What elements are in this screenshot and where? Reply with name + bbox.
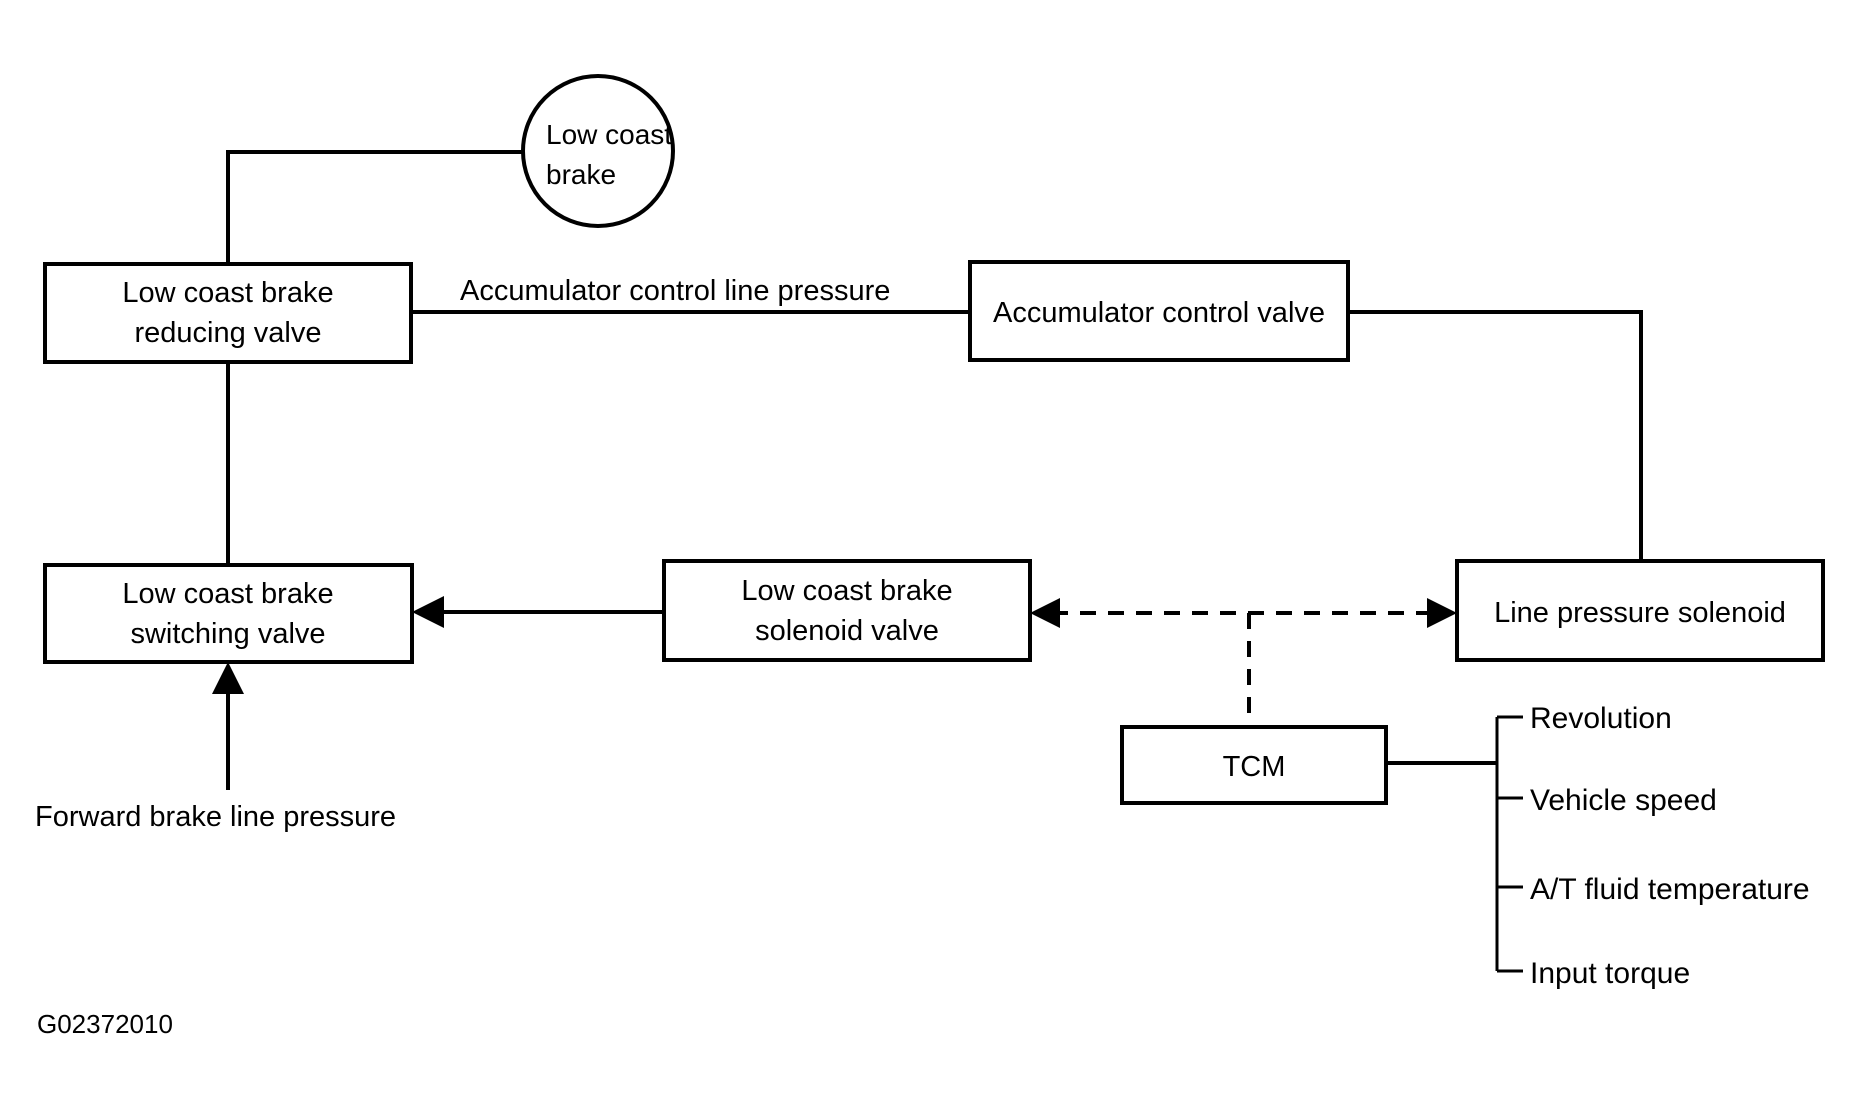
node-switching-valve-line2: switching valve — [130, 618, 325, 650]
node-tcm-label: TCM — [1223, 751, 1286, 783]
node-low-coast-brake-circle[interactable] — [521, 74, 675, 228]
node-line-pressure-solenoid-label: Line pressure solenoid — [1494, 597, 1786, 629]
tcm-input-label-revolution: Revolution — [1530, 702, 1672, 735]
node-reducing-valve-box[interactable] — [43, 262, 413, 364]
edge-label-accumulator-control-line-pressure: Accumulator control line pressure — [460, 275, 890, 307]
arrowhead-right-into-line-pressure-solenoid — [1427, 598, 1457, 628]
node-solenoid-valve-line2: solenoid valve — [755, 615, 939, 647]
connector-low-coast-brake-to-reducing-valve — [226, 150, 523, 264]
node-reducing-valve-line1: Low coast brake — [122, 277, 333, 309]
arrowhead-left-into-switching-valve — [412, 596, 444, 628]
edge-label-forward-brake-line-pressure: Forward brake line pressure — [35, 801, 396, 833]
node-reducing-valve-line2: reducing valve — [135, 317, 322, 349]
node-accumulator-control-valve-box[interactable] — [968, 260, 1350, 362]
connector-accumulator-control-valve-to-line-pressure-solenoid — [1348, 310, 1643, 561]
node-line-pressure-solenoid-box[interactable] — [1455, 559, 1825, 662]
node-tcm-box[interactable] — [1120, 725, 1388, 805]
node-low-coast-brake-line2: brake — [546, 159, 616, 190]
node-low-coast-brake-line1: Low coast — [546, 119, 672, 150]
tcm-input-label-vehicle-speed: Vehicle speed — [1530, 784, 1717, 817]
node-accumulator-control-valve-label: Accumulator control valve — [993, 297, 1325, 329]
arrowhead-up-into-switching-valve — [212, 662, 244, 694]
node-solenoid-valve-box[interactable] — [662, 559, 1032, 662]
node-switching-valve-line1: Low coast brake — [122, 578, 333, 610]
node-switching-valve-box[interactable] — [43, 563, 414, 664]
figure-id-label: G02372010 — [37, 1009, 173, 1039]
arrowhead-left-into-solenoid-valve — [1030, 598, 1060, 628]
tcm-input-label-input-torque: Input torque — [1530, 957, 1690, 990]
node-solenoid-valve-line1: Low coast brake — [741, 575, 952, 607]
tcm-input-label-at-fluid-temperature: A/T fluid temperature — [1530, 873, 1810, 906]
